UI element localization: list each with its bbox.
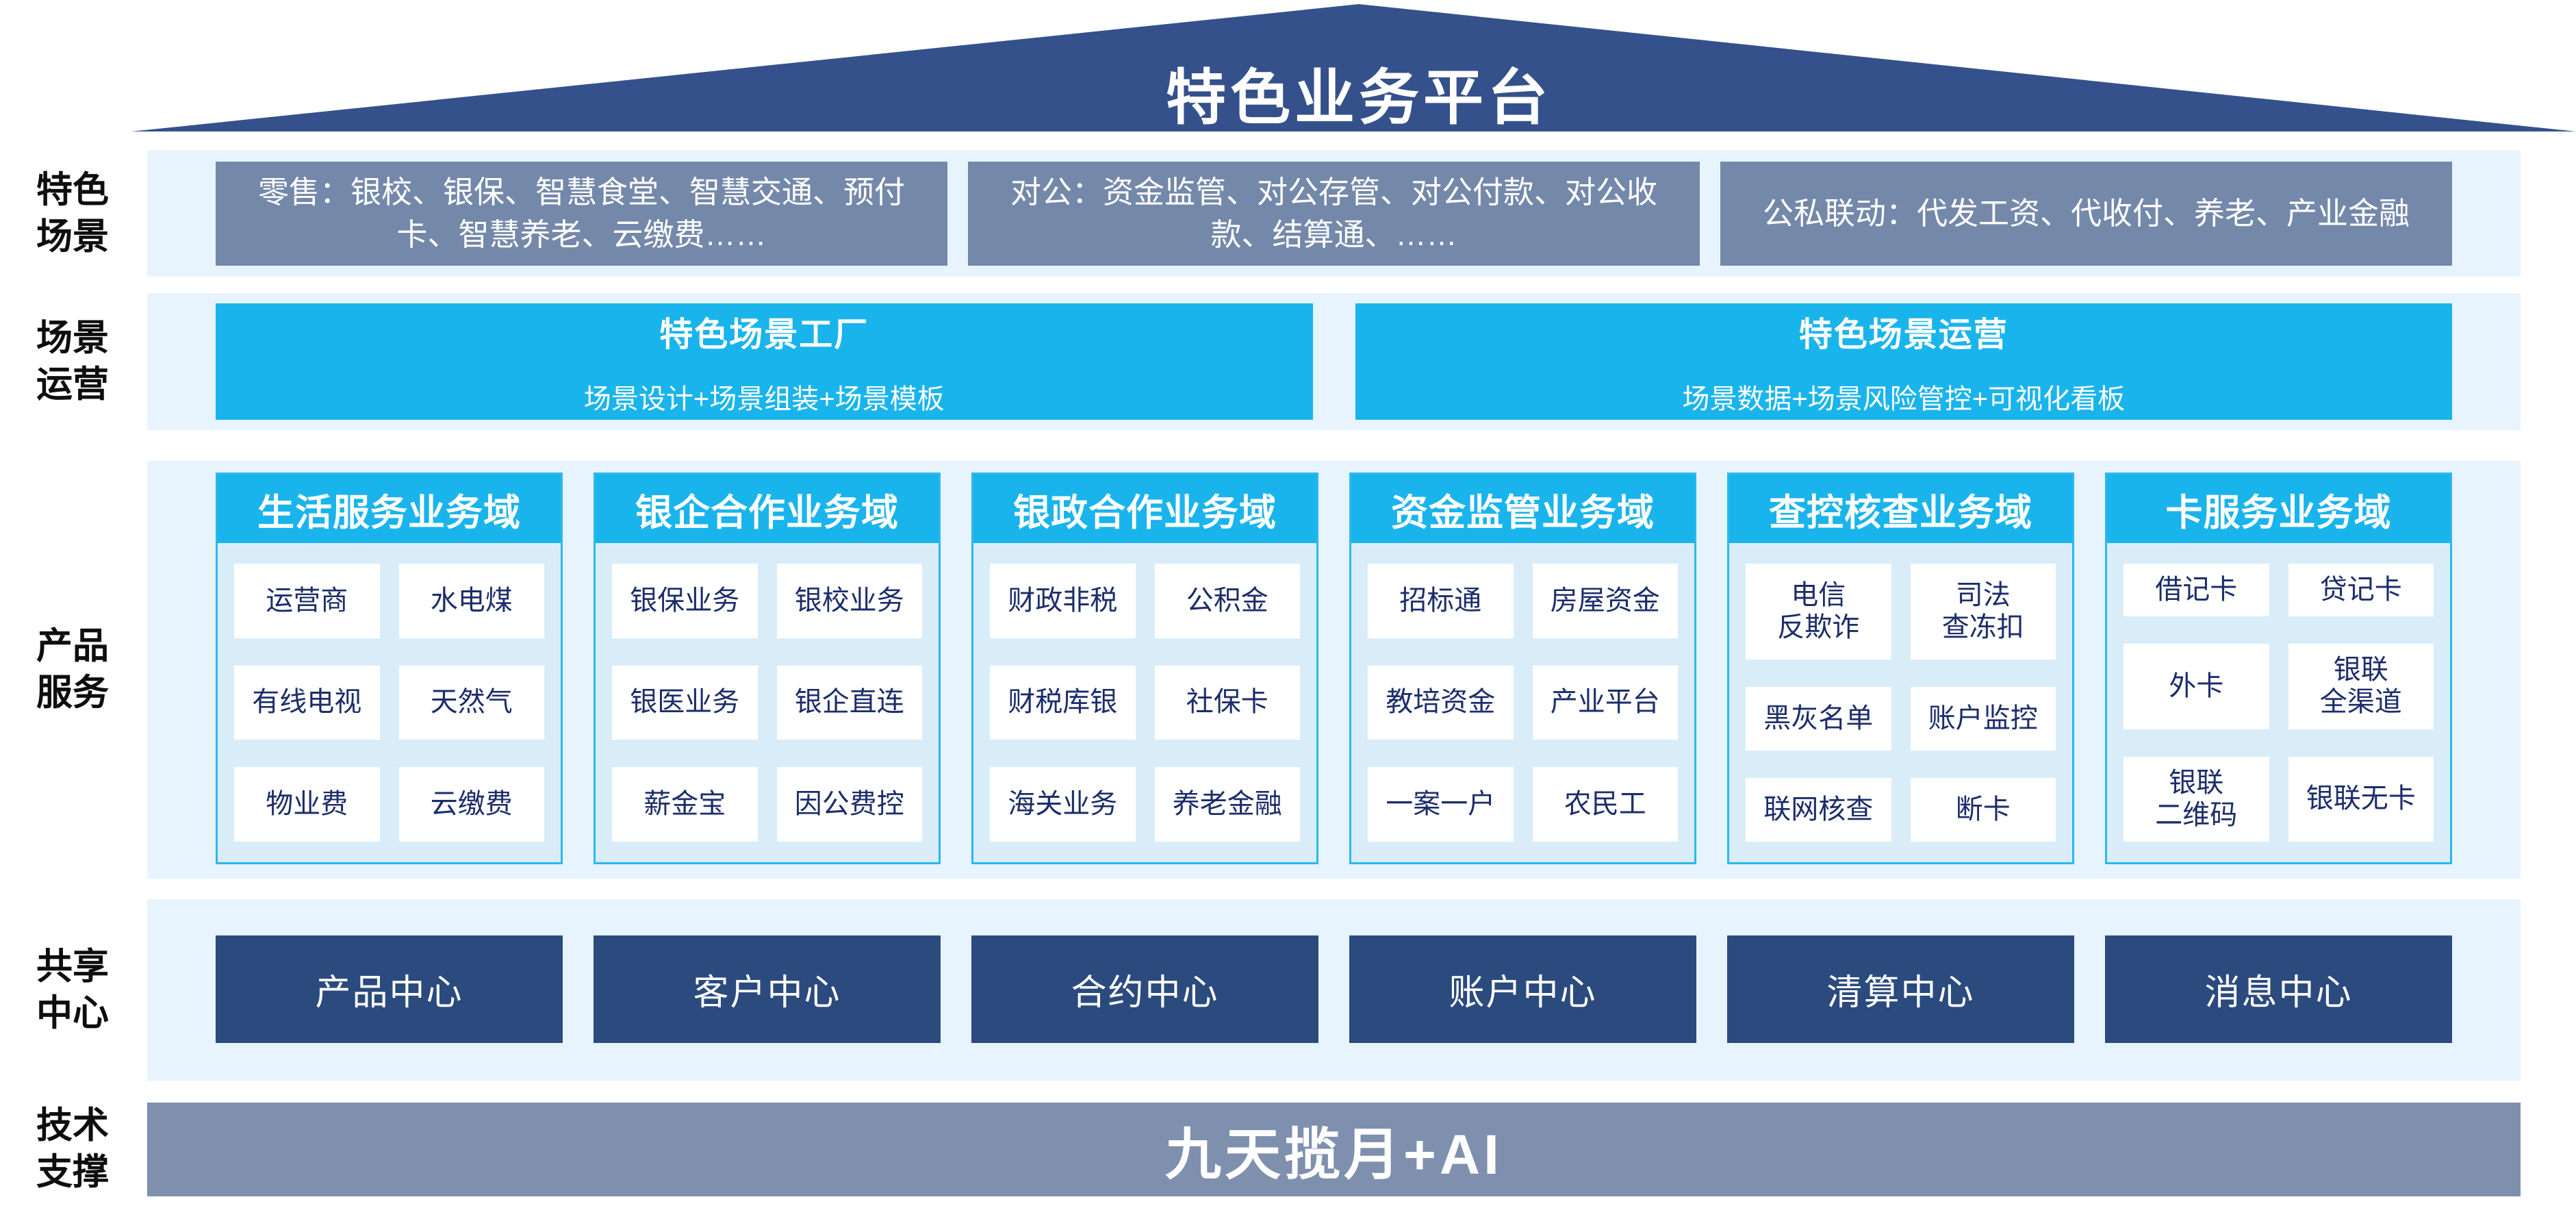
product-cell: 银企直连	[776, 665, 922, 740]
column-header: 资金监管业务域	[1351, 475, 1694, 543]
product-cell: 贷记卡	[2288, 564, 2434, 617]
roof-shape	[131, 4, 2576, 131]
side-label-tech: 技术 支撑	[36, 1105, 109, 1192]
share-center-message: 消息中心	[2105, 935, 2452, 1043]
product-cell: 招标通	[1368, 564, 1514, 638]
product-cell: 银医业务	[612, 665, 758, 740]
product-cell: 社保卡	[1154, 665, 1300, 740]
operation-box-factory: 特色场景工厂 场景设计+场景组装+场景模板	[216, 303, 1313, 420]
product-cell: 运营商	[234, 564, 380, 638]
tech-support-label: 九天揽月+AI	[1165, 1124, 1503, 1186]
product-column-card-service: 卡服务业务域 借记卡 贷记卡 外卡 银联 全渠道 银联 二维码 银联无卡	[2105, 473, 2452, 864]
product-cell: 银联无卡	[2288, 756, 2434, 842]
product-cell: 银保业务	[612, 564, 758, 638]
product-cell: 账户监控	[1910, 687, 2056, 751]
product-cell: 电信 反欺诈	[1746, 564, 1891, 660]
product-cell: 海关业务	[990, 767, 1136, 842]
product-cell: 薪金宝	[612, 767, 758, 842]
product-column-inquiry-verification: 查控核查业务域 电信 反欺诈 司法 查冻扣 黑灰名单 账户监控 联网核查 断卡	[1727, 473, 2074, 864]
product-cell: 水电煤	[398, 564, 544, 638]
column-body: 借记卡 贷记卡 外卡 银联 全渠道 银联 二维码 银联无卡	[2107, 543, 2450, 862]
column-body: 运营商 水电煤 有线电视 天然气 物业费 云缴费	[218, 543, 561, 862]
share-center-clearing: 清算中心	[1727, 935, 2074, 1043]
product-cell: 黑灰名单	[1746, 687, 1891, 751]
product-cell: 因公费控	[776, 767, 922, 842]
product-cell: 借记卡	[2124, 564, 2269, 617]
product-cell: 云缴费	[398, 767, 544, 842]
product-column-fund-supervision: 资金监管业务域 招标通 房屋资金 教培资金 产业平台 一案一户 农民工	[1349, 473, 1696, 864]
product-cell: 外卡	[2124, 644, 2269, 729]
product-cell: 房屋资金	[1532, 564, 1678, 638]
product-cell: 农民工	[1532, 767, 1678, 842]
column-header: 生活服务业务域	[218, 475, 561, 543]
product-cell: 银联 全渠道	[2288, 644, 2434, 729]
product-band: 生活服务业务域 运营商 水电煤 有线电视 天然气 物业费 云缴费 银企合作业务域…	[147, 461, 2521, 879]
share-center-customer: 客户中心	[594, 935, 941, 1043]
share-center-product: 产品中心	[216, 935, 563, 1043]
side-label-scene: 特色 场景	[36, 170, 109, 257]
operation-box-subtitle: 场景设计+场景组装+场景模板	[583, 384, 945, 414]
product-cell: 财税库银	[990, 665, 1136, 740]
product-cell: 产业平台	[1532, 665, 1678, 740]
column-body: 财政非税 公积金 财税库银 社保卡 海关业务 养老金融	[973, 543, 1316, 862]
operation-box-title: 特色场景工厂	[659, 316, 869, 353]
product-cell: 天然气	[398, 665, 544, 740]
product-column-bank-enterprise: 银企合作业务域 银保业务 银校业务 银医业务 银企直连 薪金宝 因公费控	[594, 473, 941, 864]
tech-support-bar: 九天揽月+AI	[147, 1103, 2521, 1196]
column-header: 卡服务业务域	[2107, 475, 2450, 543]
side-label-share: 共享 中心	[36, 946, 109, 1033]
scene-box-public-private: 公私联动：代发工资、代收付、养老、产业金融	[1720, 162, 2452, 266]
product-column-bank-government: 银政合作业务域 财政非税 公积金 财税库银 社保卡 海关业务 养老金融	[971, 473, 1318, 864]
operation-band: 特色场景工厂 场景设计+场景组装+场景模板 特色场景运营 场景数据+场景风险管控…	[147, 293, 2521, 430]
column-body: 电信 反欺诈 司法 查冻扣 黑灰名单 账户监控 联网核查 断卡	[1729, 543, 2072, 862]
share-center-contract: 合约中心	[971, 935, 1318, 1043]
product-cell: 公积金	[1154, 564, 1300, 638]
scene-band: 零售：银校、银保、智慧食堂、智慧交通、预付卡、智慧养老、云缴费…… 对公：资金监…	[147, 151, 2521, 277]
operation-box-subtitle: 场景数据+场景风险管控+可视化看板	[1682, 384, 2126, 414]
product-cell: 财政非税	[990, 564, 1136, 638]
share-center-band: 产品中心 客户中心 合约中心 账户中心 清算中心 消息中心	[147, 899, 2521, 1081]
product-cell: 银校业务	[776, 564, 922, 638]
share-center-account: 账户中心	[1349, 935, 1696, 1043]
product-cell: 断卡	[1910, 778, 2056, 842]
side-label-operation: 场景 运营	[36, 318, 109, 405]
operation-box-ops: 特色场景运营 场景数据+场景风险管控+可视化看板	[1355, 303, 2452, 420]
platform-title: 特色业务平台	[1165, 64, 1553, 131]
column-body: 招标通 房屋资金 教培资金 产业平台 一案一户 农民工	[1351, 543, 1694, 862]
side-label-product: 产品 服务	[36, 626, 109, 713]
scene-box-retail: 零售：银校、银保、智慧食堂、智慧交通、预付卡、智慧养老、云缴费……	[216, 162, 947, 266]
scene-box-corporate: 对公：资金监管、对公存管、对公付款、对公收款、结算通、……	[968, 162, 1700, 266]
product-cell: 物业费	[234, 767, 380, 842]
column-body: 银保业务 银校业务 银医业务 银企直连 薪金宝 因公费控	[596, 543, 939, 862]
operation-box-title: 特色场景运营	[1798, 316, 2008, 353]
product-cell: 司法 查冻扣	[1910, 564, 2056, 660]
product-cell: 有线电视	[234, 665, 380, 740]
column-header: 银企合作业务域	[596, 475, 939, 543]
product-cell: 联网核查	[1746, 778, 1891, 842]
product-cell: 养老金融	[1154, 767, 1300, 842]
column-header: 查控核查业务域	[1729, 475, 2072, 543]
column-header: 银政合作业务域	[973, 475, 1316, 543]
product-cell: 教培资金	[1368, 665, 1514, 740]
product-cell: 一案一户	[1368, 767, 1514, 842]
product-column-life-service: 生活服务业务域 运营商 水电煤 有线电视 天然气 物业费 云缴费	[216, 473, 563, 864]
product-cell: 银联 二维码	[2124, 756, 2269, 842]
